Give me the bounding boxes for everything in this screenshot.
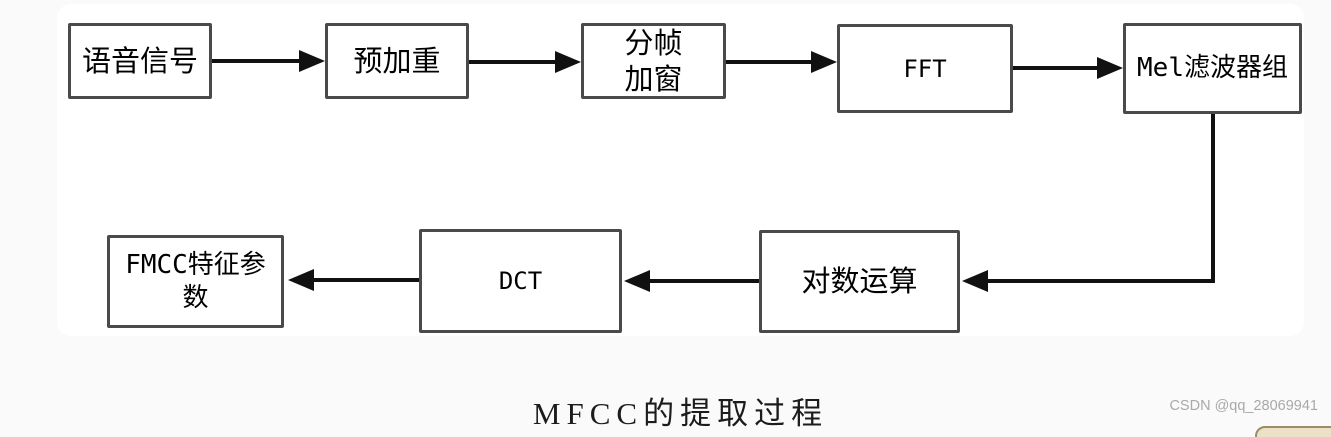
arrow-framing-to-fft — [726, 51, 837, 73]
arrow-fft-to-mel — [1013, 57, 1123, 79]
arrow-log-to-dct — [624, 270, 759, 292]
node-log-operation: 对数运算 — [759, 230, 960, 333]
arrow-dct-to-fmcc — [288, 269, 419, 291]
diagram-caption: MFCC的提取过程 — [532, 396, 829, 431]
node-framing-windowing: 分帧 加窗 — [581, 23, 726, 99]
node-fft-label: FFT — [903, 54, 947, 83]
node-mel-filterbank: Mel滤波器组 — [1123, 23, 1302, 114]
node-dct-label: DCT — [498, 267, 543, 295]
node-speech-signal-label: 语音信号 — [81, 43, 198, 78]
node-speech-signal: 语音信号 — [68, 23, 212, 99]
arrow-mel-to-log — [962, 114, 1215, 292]
node-fft: FFT — [837, 24, 1013, 113]
node-fmcc-features-label: FMCC特征参 数 — [125, 250, 266, 313]
arrow-preemphasis-to-framing — [469, 51, 581, 73]
node-dct: DCT — [419, 229, 622, 333]
csdn-watermark: CSDN @qq_28069941 — [1169, 398, 1318, 414]
arrow-speech-to-preemphasis — [212, 50, 325, 72]
node-framing-windowing-label: 分帧 加窗 — [624, 25, 683, 96]
node-log-operation-label: 对数运算 — [801, 264, 918, 299]
node-mel-filterbank-label: Mel滤波器组 — [1137, 53, 1288, 84]
corner-chip-button[interactable] — [1255, 426, 1331, 437]
node-fmcc-features: FMCC特征参 数 — [107, 235, 284, 328]
node-pre-emphasis-label: 预加重 — [353, 43, 441, 78]
node-pre-emphasis: 预加重 — [325, 23, 469, 99]
